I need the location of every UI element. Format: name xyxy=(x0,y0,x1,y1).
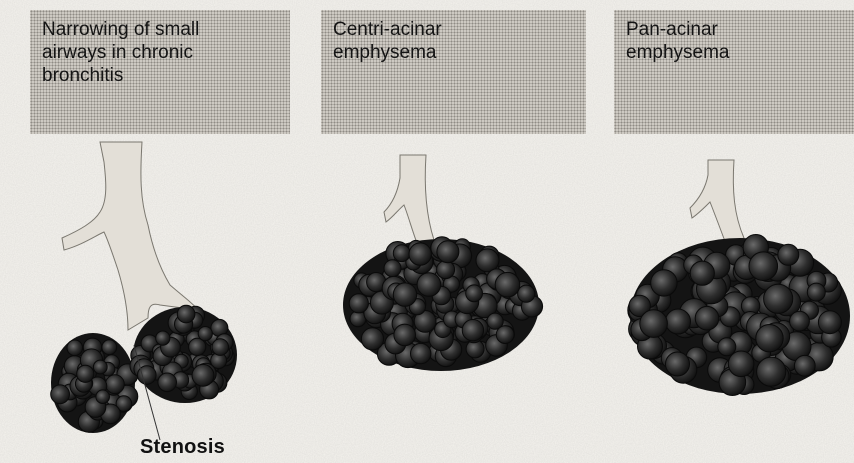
caption-line: Narrowing of small xyxy=(42,18,280,41)
alveolus xyxy=(495,272,520,297)
alveolus xyxy=(361,328,383,350)
alveolus xyxy=(212,339,229,356)
alveolus xyxy=(93,360,107,374)
alveolus xyxy=(790,311,810,331)
caption-centri-acinar: Centri-acinar emphysema xyxy=(321,10,586,134)
alveolus xyxy=(106,375,125,394)
alveolus xyxy=(756,325,783,352)
alveolus xyxy=(102,340,117,355)
alveolus xyxy=(462,320,483,341)
alveolus xyxy=(437,241,459,263)
alveolus xyxy=(718,338,736,356)
alveolus xyxy=(749,252,778,281)
alveolus xyxy=(778,244,799,265)
caption-line: Pan-acinar xyxy=(626,18,844,41)
caption-line: Centri-acinar xyxy=(333,18,576,41)
alveolus xyxy=(417,273,441,297)
alveolus xyxy=(409,243,431,265)
alveolus xyxy=(640,310,668,338)
alveolus xyxy=(695,306,719,330)
caption-pan-acinar: Pan-acinar emphysema xyxy=(614,10,854,134)
alveolus xyxy=(666,309,691,334)
alveolus xyxy=(192,364,214,386)
alveolus xyxy=(807,283,825,301)
alveolus xyxy=(757,357,786,386)
alveolus xyxy=(518,285,535,302)
alveolus xyxy=(393,283,416,306)
alveolus xyxy=(666,352,690,376)
alveolus xyxy=(394,324,416,346)
alveolus xyxy=(158,373,177,392)
alveolus xyxy=(466,285,483,302)
alveolus xyxy=(393,245,410,262)
alveolus xyxy=(496,326,514,344)
caption-line: emphysema xyxy=(626,41,844,64)
caption-line: emphysema xyxy=(333,41,576,64)
alveolus xyxy=(177,305,195,323)
alveolus xyxy=(651,270,677,296)
caption-bronchitis: Narrowing of small airways in chronic br… xyxy=(30,10,290,134)
alveolus xyxy=(96,390,110,404)
alveolus xyxy=(77,365,94,382)
alveolus xyxy=(437,261,455,279)
alveolus xyxy=(690,261,714,285)
alveolus xyxy=(51,385,70,404)
alveolus xyxy=(156,331,170,345)
caption-line: bronchitis xyxy=(42,64,280,87)
alveolus xyxy=(476,249,499,272)
alveolus xyxy=(818,311,841,334)
alveolus xyxy=(728,351,754,377)
alveolus xyxy=(764,284,793,313)
alveolus xyxy=(349,294,368,313)
caption-line: airways in chronic xyxy=(42,41,280,64)
alveolus xyxy=(67,340,83,356)
alveolus xyxy=(198,327,212,341)
alveolus xyxy=(794,355,815,376)
alveolus xyxy=(384,260,401,277)
stenosis-label: Stenosis xyxy=(140,436,225,459)
alveolus xyxy=(411,343,431,363)
